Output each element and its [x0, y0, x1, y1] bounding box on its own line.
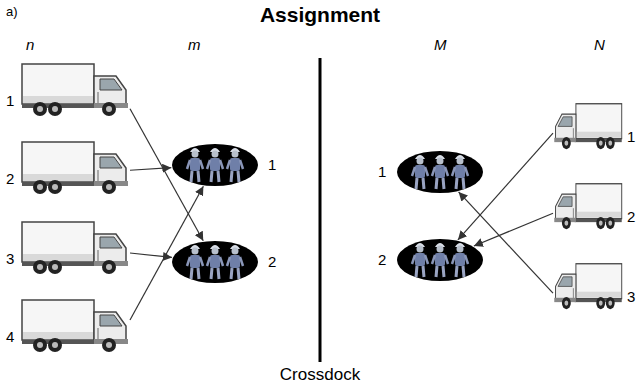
column-header: m [188, 36, 201, 53]
assignment-arrow [130, 109, 203, 241]
index-number: 1 [268, 156, 276, 174]
crossdock-label: Crossdock [280, 365, 360, 385]
index-number: 2 [268, 253, 276, 271]
worker-group-shape [171, 143, 259, 187]
crossdock-divider [319, 58, 322, 362]
worker-group: 2 [396, 238, 484, 282]
assignment-arrow [474, 213, 553, 246]
truck-node-shape [20, 298, 130, 353]
index-number: 2 [627, 208, 635, 226]
diagram-title: Assignment [260, 3, 380, 27]
column-header: n [26, 36, 34, 53]
worker-group-shape [171, 240, 259, 284]
truck-node: 3 [553, 262, 623, 310]
index-number: 3 [627, 288, 635, 306]
worker-group: 1 [171, 143, 259, 187]
truck-node-shape [553, 262, 623, 310]
truck-node-shape [20, 140, 130, 195]
assignment-arrow [458, 133, 553, 240]
truck-node-shape [553, 182, 623, 230]
truck-node: 1 [553, 102, 623, 150]
assignment-arrow [130, 168, 171, 171]
truck-node: 2 [553, 182, 623, 230]
truck-node-shape [553, 102, 623, 150]
worker-group: 2 [171, 240, 259, 284]
index-number: 1 [6, 92, 14, 110]
column-header: M [434, 36, 447, 53]
truck-node: 3 [20, 220, 130, 275]
index-number: 1 [627, 128, 635, 146]
worker-group-shape [396, 150, 484, 194]
truck-node: 2 [20, 140, 130, 195]
index-number: 2 [6, 170, 14, 188]
column-header: N [594, 36, 605, 53]
worker-group: 1 [396, 150, 484, 194]
index-number: 3 [6, 250, 14, 268]
index-number: 1 [378, 163, 386, 181]
index-number: 4 [6, 328, 14, 346]
truck-node-shape [20, 220, 130, 275]
truck-node-shape [20, 62, 130, 117]
assignment-arrow [459, 192, 553, 293]
panel-letter: a) [6, 4, 18, 19]
index-number: 2 [378, 251, 386, 269]
truck-node: 4 [20, 298, 130, 353]
worker-group-shape [396, 238, 484, 282]
assignment-arrow [130, 186, 203, 320]
truck-node: 1 [20, 62, 130, 117]
